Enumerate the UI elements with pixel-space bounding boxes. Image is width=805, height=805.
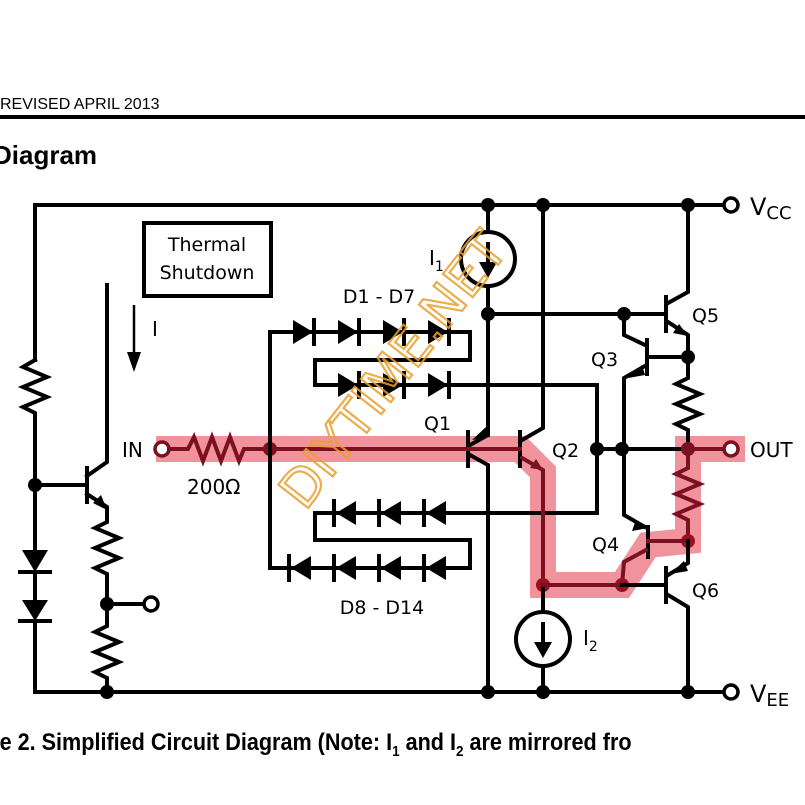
watermark: DIYTIME.NET: [268, 221, 520, 520]
transistor-q5: [664, 203, 690, 359]
out-terminal[interactable]: [722, 440, 740, 458]
current-arrow-icon: [127, 305, 141, 372]
header-divider: [0, 115, 805, 119]
bw-resistor-bottom: [89, 602, 125, 694]
q3-label: Q3: [591, 349, 618, 371]
signal-path-highlight: [156, 436, 745, 598]
left-diode-1: [18, 550, 52, 574]
in-terminal[interactable]: [153, 440, 171, 458]
bw-terminal[interactable]: [142, 595, 160, 613]
bw-resistor-top: [89, 513, 125, 606]
transistor-q4: [619, 447, 690, 588]
figure-caption: ure 2. Simplified Circuit Diagram (Note:…: [0, 729, 632, 760]
junction-dot: [681, 685, 695, 699]
diode-chain-top-row1: [288, 318, 472, 387]
junction-dot: [590, 442, 604, 456]
junction-dot: [481, 685, 495, 699]
resistor-q5-emitter: [670, 355, 706, 451]
in-label: IN: [122, 438, 143, 462]
i2-label: I2: [583, 626, 598, 655]
section-title: Diagram: [0, 140, 98, 170]
vcc-label: VCC: [750, 193, 792, 224]
junction-dot: [536, 685, 550, 699]
diode-chain-bottom-row1: [313, 447, 599, 570]
diodes-bottom-label: D8 - D14: [340, 597, 424, 619]
left-diode-2: [18, 600, 52, 623]
thermal-shutdown-line2: Shutdown: [160, 262, 255, 284]
out-label: OUT: [750, 438, 793, 462]
vee-terminal[interactable]: [722, 683, 740, 701]
q2-label: Q2: [552, 440, 579, 462]
junction-dot: [100, 685, 114, 699]
wire: [268, 330, 292, 570]
i1-label: I1: [429, 246, 444, 275]
q4-label: Q4: [592, 534, 619, 556]
current-label: I: [152, 317, 158, 341]
transistor-q6: [620, 539, 690, 694]
input-resistor: [167, 431, 470, 467]
thermal-transistor: [33, 283, 109, 517]
diode-chain-top-row2: [333, 371, 599, 451]
q5-label: Q5: [692, 305, 719, 327]
q6-label: Q6: [692, 580, 719, 602]
revision-date: REVISED APRIL 2013: [0, 96, 160, 113]
supply-rails: [33, 203, 727, 694]
vcc-terminal[interactable]: [722, 196, 740, 214]
transistor-q2: [466, 203, 545, 587]
thermal-shutdown-line1: Thermal: [167, 234, 246, 256]
input-resistor-value: 200Ω: [187, 475, 240, 499]
resistor-q6-emitter: [670, 447, 706, 543]
thermal-shutdown-block: Thermal Shutdown: [142, 221, 273, 298]
diodes-top-label: D1 - D7: [343, 286, 415, 308]
left-resistor-top: [17, 357, 53, 487]
diode-chain-bottom-row2: [287, 554, 472, 582]
q1-label: Q1: [424, 413, 451, 435]
current-source-i2: [514, 610, 572, 668]
vee-label: VEE: [750, 680, 789, 711]
